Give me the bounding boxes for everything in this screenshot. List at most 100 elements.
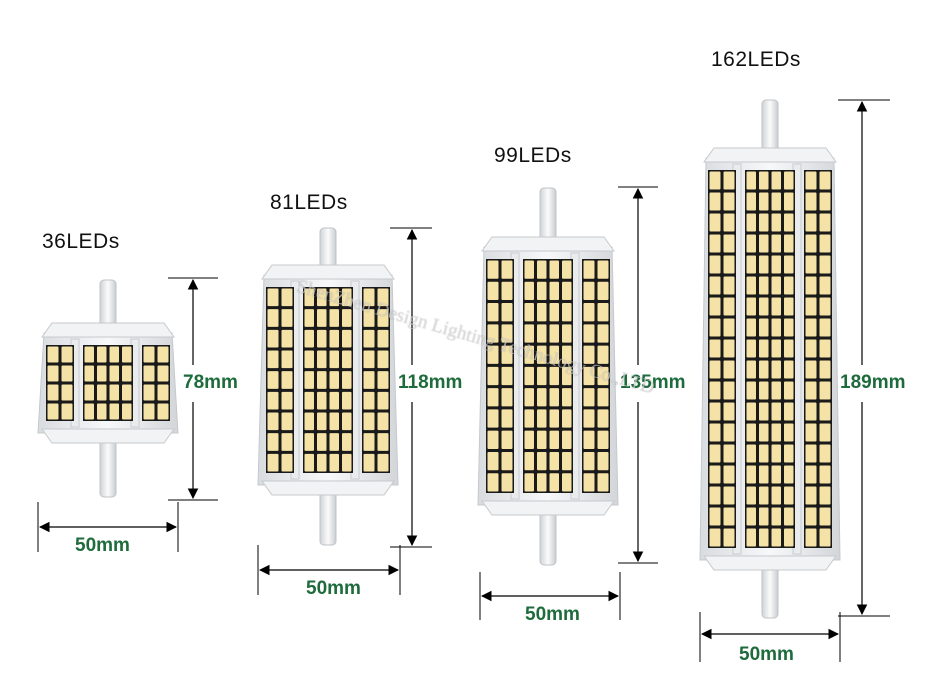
led-chip	[771, 297, 781, 316]
led-chip	[819, 234, 831, 253]
led-chip	[329, 309, 339, 327]
width-label-99leds: 50mm	[525, 604, 580, 625]
led-chip	[819, 297, 831, 316]
width-label-36leds: 50mm	[75, 535, 130, 556]
led-chip	[97, 365, 107, 382]
led-chip	[304, 329, 314, 348]
led-chip	[709, 255, 721, 274]
led-chip	[709, 339, 721, 358]
led-chip	[805, 234, 817, 253]
led-chip	[723, 486, 735, 505]
led-chip	[143, 384, 155, 401]
led-chip	[583, 345, 595, 364]
led-chip	[819, 465, 831, 484]
led-chip	[709, 276, 721, 295]
led-chip	[122, 365, 132, 382]
led-chip	[784, 465, 794, 484]
led-chip	[363, 412, 375, 431]
led-chip	[537, 409, 547, 428]
end-pin-bottom	[319, 488, 337, 546]
led-chip	[723, 255, 735, 274]
led-chip	[784, 528, 794, 547]
led-chip	[709, 171, 721, 190]
led-chip	[759, 486, 769, 505]
led-chip	[84, 384, 94, 401]
led-chip	[597, 324, 609, 343]
led-chip	[304, 288, 314, 307]
led-chip	[771, 402, 781, 421]
led-chip	[524, 303, 534, 322]
led-chip	[267, 453, 279, 472]
led-chip	[562, 430, 572, 449]
led-chip	[524, 281, 534, 301]
led-chip	[597, 281, 609, 301]
led-chip	[487, 409, 499, 428]
led-chip	[549, 345, 559, 364]
led-chip	[723, 213, 735, 232]
led-chip	[819, 528, 831, 547]
led-chip	[487, 324, 499, 343]
led-chip	[759, 465, 769, 484]
led-chip	[784, 381, 794, 400]
led-chip	[549, 430, 559, 449]
led-chip	[759, 192, 769, 211]
led-chip	[784, 360, 794, 379]
led-chip	[317, 288, 327, 307]
led-chip	[819, 507, 831, 526]
led-chip	[562, 345, 572, 364]
led-chip	[267, 391, 279, 410]
led-chip	[771, 444, 781, 463]
led-chip	[363, 309, 375, 327]
led-chip	[501, 451, 513, 471]
lamp-end-cap-top	[41, 322, 175, 338]
led-chip	[723, 276, 735, 295]
led-chip	[746, 444, 756, 463]
led-chip	[583, 303, 595, 322]
led-chip	[97, 346, 107, 363]
led-chip	[342, 412, 352, 431]
led-chip	[723, 381, 735, 400]
led-chip	[267, 329, 279, 348]
lamp-end-cap-top	[481, 236, 615, 252]
led-chip	[819, 339, 831, 358]
led-chip	[709, 402, 721, 421]
led-chip	[583, 388, 595, 407]
led-chip	[342, 288, 352, 307]
led-chip	[759, 402, 769, 421]
end-pin-bottom	[761, 563, 779, 619]
led-chip	[759, 423, 769, 442]
led-chip	[537, 430, 547, 449]
led-chip	[549, 324, 559, 343]
led-chip	[537, 366, 547, 386]
led-chip	[329, 412, 339, 431]
led-chip	[805, 339, 817, 358]
led-chip	[281, 412, 293, 431]
led-chip	[784, 444, 794, 463]
led-chip	[84, 346, 94, 363]
led-chip	[723, 234, 735, 253]
led-chip	[501, 345, 513, 364]
led-chip	[819, 444, 831, 463]
led-chip	[501, 388, 513, 407]
led-chip	[329, 350, 339, 369]
led-chip	[805, 528, 817, 547]
led-chip	[317, 412, 327, 431]
led-chip	[109, 346, 119, 363]
led-chip	[771, 528, 781, 547]
led-chip	[723, 465, 735, 484]
led-chip	[819, 402, 831, 421]
lamp-end-cap-top	[261, 264, 395, 280]
led-chip	[723, 339, 735, 358]
led-chip	[317, 453, 327, 472]
led-chip	[47, 346, 59, 363]
led-chip	[805, 507, 817, 526]
led-chip	[759, 255, 769, 274]
led-chip	[281, 288, 293, 307]
led-chip	[784, 171, 794, 190]
led-chip	[524, 388, 534, 407]
led-chip	[281, 391, 293, 410]
led-chip	[487, 303, 499, 322]
width-label-81leds: 50mm	[306, 578, 361, 599]
led-chip	[524, 260, 534, 279]
